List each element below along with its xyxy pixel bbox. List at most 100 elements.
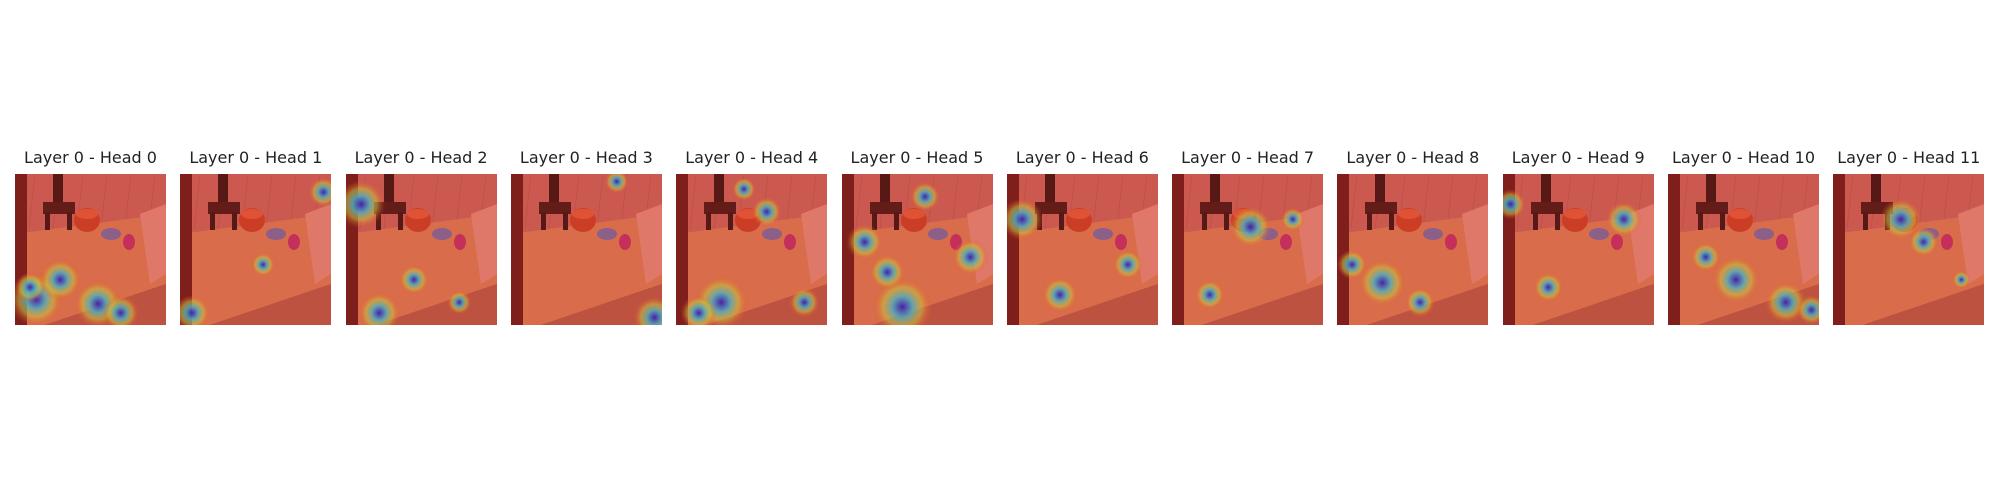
heatmap-overlay — [1668, 174, 1819, 325]
cup — [618, 234, 631, 250]
heatmap-overlay — [676, 174, 828, 325]
cup — [1280, 234, 1293, 250]
panel-title: Layer 0 - Head 9 — [1511, 148, 1645, 167]
attention-heatmap-image — [1337, 174, 1489, 325]
cup — [784, 234, 797, 250]
attention-hotspot — [846, 223, 883, 261]
counter-front — [1036, 284, 1158, 325]
attention-hotspot — [1502, 189, 1526, 220]
attention-hotspot — [345, 180, 385, 229]
panel-title: Layer 0 - Head 2 — [354, 148, 488, 167]
robot-arm — [1540, 174, 1551, 204]
cup — [1776, 234, 1788, 250]
counter-front — [1202, 284, 1324, 325]
counter-front — [540, 284, 662, 325]
attention-hotspot — [1194, 279, 1225, 310]
robot-arm — [1706, 174, 1716, 204]
attention-heatmap-image — [510, 174, 662, 325]
cup — [1114, 234, 1127, 250]
panel-title: Layer 0 - Head 5 — [850, 148, 984, 167]
attention-hotspot — [732, 177, 757, 202]
heatmap-overlay — [1502, 174, 1654, 325]
attention-heatmap-image — [15, 174, 166, 325]
heatmap-overlay — [1006, 174, 1158, 325]
right-cabinet — [305, 204, 332, 284]
attention-hotspot — [1532, 272, 1564, 303]
panel-title: Layer 0 - Head 7 — [1181, 148, 1315, 167]
left-wall — [180, 174, 193, 325]
counter-front — [1863, 284, 1985, 325]
attention-heatmap-image — [676, 174, 828, 325]
plate — [266, 228, 287, 240]
plate — [1588, 228, 1609, 240]
attention-hotspot — [1605, 201, 1642, 238]
panel-title: Layer 0 - Head 3 — [519, 148, 653, 167]
right-cabinet — [1131, 204, 1158, 284]
plate — [1092, 228, 1113, 240]
robot-arm — [1375, 174, 1386, 204]
attention-hotspot — [1764, 281, 1807, 324]
heatmap-overlay — [345, 174, 497, 325]
attention-hotspot — [1952, 270, 1971, 289]
attention-hotspot — [1229, 205, 1272, 248]
heatmap-overlay — [1337, 174, 1489, 325]
right-cabinet — [1958, 204, 1985, 284]
attention-hotspot — [1337, 249, 1368, 280]
right-cabinet — [470, 204, 497, 284]
attention-hotspot — [1711, 255, 1761, 304]
panel-title: Layer 0 - Head 4 — [685, 148, 819, 167]
attention-heatmap-image — [1668, 174, 1819, 325]
attention-heatmap-image — [1833, 174, 1985, 325]
panel-title: Layer 0 - Head 8 — [1346, 148, 1480, 167]
cup — [123, 234, 135, 250]
attention-hotspot — [308, 177, 332, 208]
attention-hotspot — [1880, 198, 1923, 241]
robot-arm — [714, 174, 725, 204]
plate — [431, 228, 452, 240]
attention-hotspot — [398, 264, 429, 295]
attention-hotspot — [868, 254, 905, 291]
left-wall — [510, 174, 523, 325]
attention-heatmap-image — [180, 174, 332, 325]
heatmap-overlay — [180, 174, 332, 325]
heatmap-overlay — [1172, 174, 1324, 325]
attention-hotspot — [39, 258, 82, 301]
cup — [453, 234, 466, 250]
attention-heatmap-image — [345, 174, 497, 325]
attention-hotspot — [1796, 294, 1819, 325]
robot-arm — [548, 174, 559, 204]
heatmap-overlay — [841, 174, 993, 325]
attention-hotspot — [1006, 198, 1044, 241]
attention-hotspot — [1405, 287, 1436, 318]
attention-heatmap-image — [1172, 174, 1324, 325]
heatmap-overlay — [510, 174, 662, 325]
right-cabinet — [140, 204, 166, 284]
left-wall — [841, 174, 854, 325]
attention-hotspot — [1908, 226, 1939, 258]
right-cabinet — [635, 204, 662, 284]
left-wall — [1668, 174, 1680, 325]
attention-hotspot — [102, 294, 139, 325]
heatmap-overlay — [15, 174, 166, 325]
robot-arm — [1210, 174, 1221, 204]
attention-heatmap-image — [1006, 174, 1158, 325]
right-cabinet — [1462, 204, 1489, 284]
right-cabinet — [801, 204, 828, 284]
attention-hotspot — [1280, 207, 1305, 232]
left-wall — [1172, 174, 1185, 325]
attention-hotspot — [1112, 249, 1143, 280]
robot-arm — [879, 174, 890, 204]
robot-arm — [218, 174, 229, 204]
panel-title: Layer 0 - Head 6 — [1015, 148, 1149, 167]
attention-hotspot — [789, 287, 820, 318]
cup — [288, 234, 301, 250]
attention-hotspot — [951, 238, 988, 276]
heatmap-overlay — [1833, 174, 1985, 325]
attention-hotspot — [15, 272, 46, 303]
left-wall — [1337, 174, 1350, 325]
attention-hotspot — [1690, 241, 1721, 273]
attention-heatmap-image — [1502, 174, 1654, 325]
robot-arm — [53, 174, 63, 204]
panel-title: Layer 0 - Head 10 — [1671, 148, 1816, 167]
attention-hotspot — [633, 296, 662, 325]
